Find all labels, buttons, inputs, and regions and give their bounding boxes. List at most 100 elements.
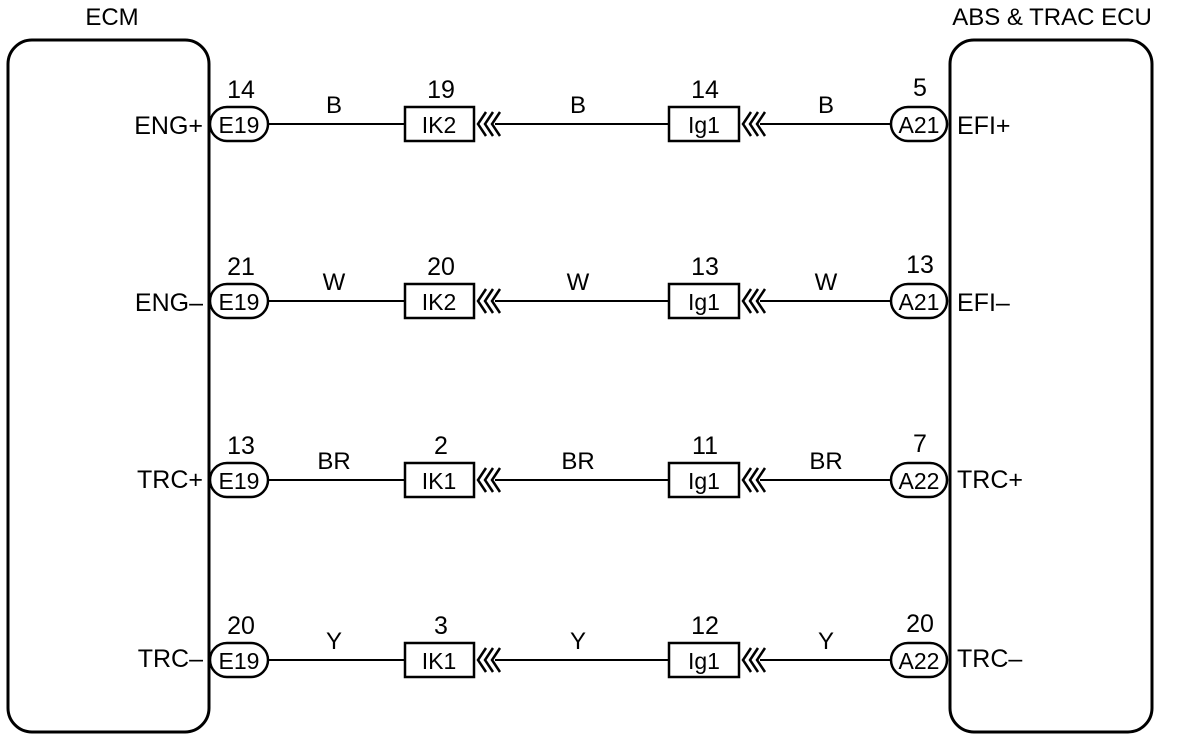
ecu-connector-id: A22 (899, 648, 940, 674)
circuit-rows: E1914BIK219BIg114BA215E1921WIK220WIg113W… (208, 74, 949, 679)
ecm-connector-id: E19 (219, 112, 260, 138)
wire-color-label: B (818, 92, 834, 119)
junction-pin-number: 3 (434, 612, 448, 640)
abs-trac-ecu-box (948, 38, 1154, 734)
chevron-mark (483, 288, 495, 314)
ecm-terminal-trc-plus: TRC+ (137, 466, 203, 494)
ecm-terminal-eng-plus: ENG+ (134, 112, 203, 140)
junction-connector-box (403, 282, 476, 320)
chevron-mark (748, 467, 760, 493)
ecm-pin-number: 21 (227, 253, 255, 281)
junction-pin-number: 12 (691, 612, 719, 640)
ecu-connector-oval (889, 282, 949, 320)
circuit-row: E19 20Y IK1 3Y Ig1 12Y A22 20 (208, 610, 949, 679)
junction-pin-number: 14 (691, 76, 719, 104)
junction-connector-id: Ig1 (688, 648, 720, 674)
chevron-mark (476, 288, 488, 314)
junction-chevrons (476, 111, 502, 137)
wire-color-label: Y (818, 628, 834, 655)
chevron-mark (490, 647, 502, 673)
chevron-mark (755, 647, 767, 673)
junction-connector-id: IK1 (422, 648, 457, 674)
ecm-connector-oval (208, 282, 270, 320)
ecm-connector-oval (208, 105, 270, 143)
chevron-mark (483, 111, 495, 137)
ecm-connector-id: E19 (219, 289, 260, 315)
chevron-mark (755, 467, 767, 493)
junction-chevrons (476, 467, 502, 493)
junction-pin-number: 13 (691, 253, 719, 281)
ecm-box (6, 38, 211, 734)
junction-connector-box (403, 461, 476, 499)
junction-connector-box (667, 105, 741, 143)
junction-connector-id: Ig1 (688, 468, 720, 494)
junction-connector-id: IK2 (422, 112, 457, 138)
chevron-mark (476, 467, 488, 493)
chevron-mark (741, 467, 753, 493)
chevron-mark (741, 288, 753, 314)
junction-chevrons (741, 288, 767, 314)
junction-connector-id: Ig1 (688, 289, 720, 315)
abs-trac-ecu-unit: ABS & TRAC ECU EFI+ EFI– TRC+ TRC– (948, 4, 1154, 734)
junction-connector-id: IK2 (422, 289, 457, 315)
ecm-connector-oval (208, 641, 270, 679)
junction-connector-box (403, 105, 476, 143)
junction-connector-box (667, 282, 741, 320)
ecu-pin-number: 13 (906, 251, 934, 279)
ecu-terminal-efi-plus: EFI+ (957, 112, 1011, 140)
chevron-mark (741, 647, 753, 673)
chevron-mark (490, 467, 502, 493)
ecm-pin-number: 20 (227, 612, 255, 640)
wire-color-label: W (323, 269, 346, 296)
junction-chevrons (741, 467, 767, 493)
ecm-connector-id: E19 (219, 468, 260, 494)
junction-chevrons (741, 111, 767, 137)
junction-connector-id: Ig1 (688, 112, 720, 138)
ecm-connector-id: E19 (219, 648, 260, 674)
chevron-mark (476, 647, 488, 673)
junction-connector-id: IK1 (422, 468, 457, 494)
ecu-connector-oval (889, 461, 949, 499)
junction-pin-number: 20 (427, 253, 455, 281)
ecu-pin-number: 5 (913, 74, 927, 102)
ecu-connector-id: A21 (899, 112, 940, 138)
ecu-connector-oval (889, 641, 949, 679)
chevron-mark (490, 288, 502, 314)
chevron-mark (748, 647, 760, 673)
wire-color-label: B (570, 92, 586, 119)
chevron-mark (748, 111, 760, 137)
chevron-mark (748, 288, 760, 314)
chevron-mark (483, 647, 495, 673)
ecu-connector-id: A21 (899, 289, 940, 315)
wire-color-label: Y (326, 628, 342, 655)
chevron-mark (755, 111, 767, 137)
wire-color-label: Y (570, 628, 586, 655)
junction-pin-number: 19 (427, 76, 455, 104)
ecu-pin-number: 20 (906, 610, 934, 638)
ecu-terminal-trc-minus: TRC– (957, 645, 1022, 673)
ecu-pin-number: 7 (913, 430, 927, 458)
wire-color-label: BR (317, 448, 350, 475)
junction-connector-box (403, 641, 476, 679)
junction-connector-box (667, 461, 741, 499)
chevron-mark (476, 111, 488, 137)
ecu-connector-oval (889, 105, 949, 143)
junction-chevrons (741, 647, 767, 673)
chevron-mark (490, 111, 502, 137)
junction-connector-box (667, 641, 741, 679)
wire-color-label: W (567, 269, 590, 296)
wire-color-label: B (326, 92, 342, 119)
ecu-terminal-trc-plus: TRC+ (957, 466, 1023, 494)
junction-pin-number: 11 (692, 432, 718, 460)
junction-chevrons (476, 647, 502, 673)
chevron-mark (755, 288, 767, 314)
chevron-mark (741, 111, 753, 137)
ecm-connector-oval (208, 461, 270, 499)
junction-pin-number: 2 (434, 432, 448, 460)
chevron-mark (483, 467, 495, 493)
ecm-pin-number: 13 (227, 432, 255, 460)
abs-trac-ecu-title: ABS & TRAC ECU (952, 4, 1152, 31)
